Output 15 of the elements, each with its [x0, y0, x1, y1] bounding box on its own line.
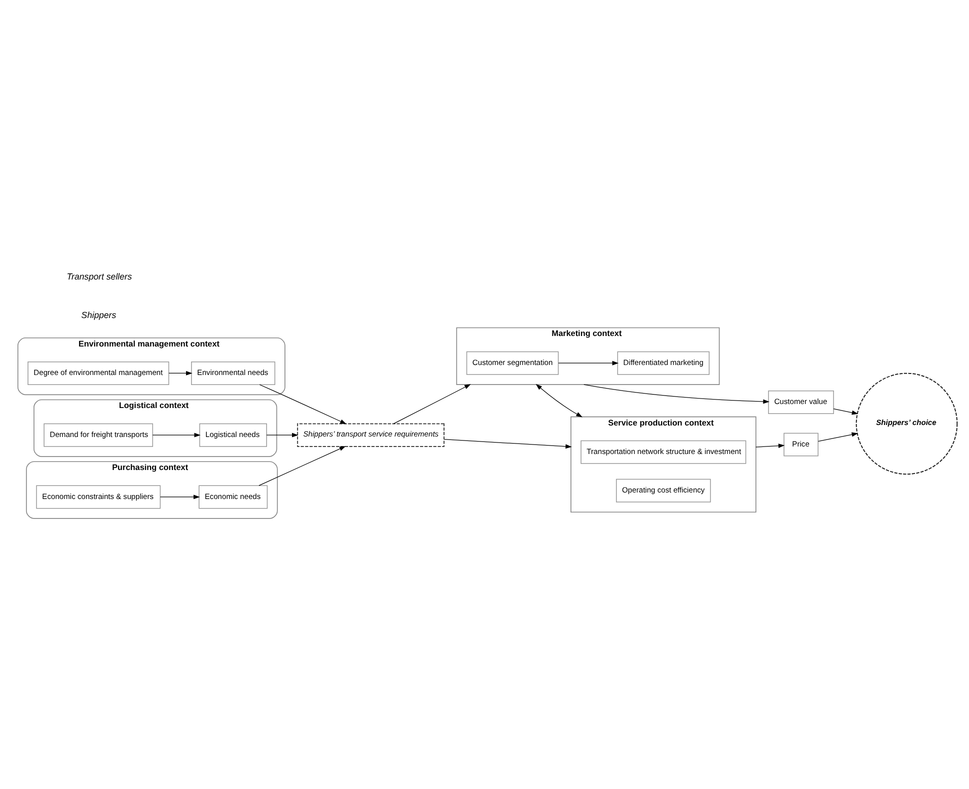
arrow — [583, 384, 769, 404]
arrow — [535, 383, 582, 417]
arrow — [152, 432, 200, 437]
arrow — [558, 360, 618, 365]
arrow — [258, 446, 346, 486]
arrow — [817, 432, 858, 442]
arrow — [832, 408, 858, 414]
arrow — [266, 432, 298, 437]
arrow — [159, 494, 200, 499]
label: Transport sellers — [66, 271, 132, 282]
arrow — [755, 443, 784, 448]
arrow — [168, 370, 192, 375]
label: Shippers — [80, 310, 116, 320]
arrow — [392, 384, 470, 424]
arrow — [443, 438, 572, 448]
